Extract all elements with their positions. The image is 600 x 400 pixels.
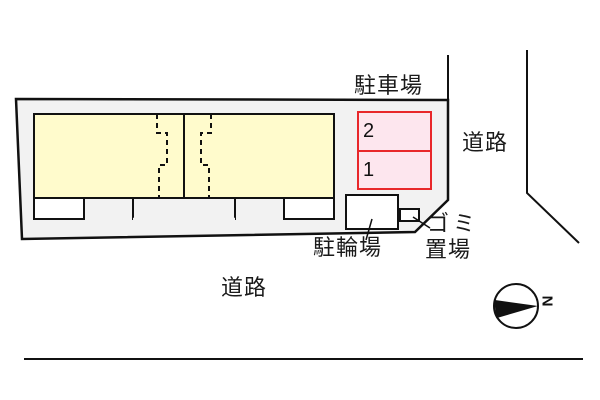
garbage-leader-line: [412, 216, 431, 229]
entrance-box-left: [33, 197, 85, 220]
parking-space-1-number: 1: [363, 159, 375, 181]
parking-space-1: [357, 150, 432, 190]
garbage-label-line2: 置場: [425, 238, 472, 263]
road-edge-right: [526, 50, 580, 244]
compass-icon: [493, 283, 539, 329]
parking-space-2-number: 2: [363, 120, 375, 142]
dashed-line-right: [200, 114, 212, 198]
parking-label: 駐車場: [354, 74, 424, 99]
bicycle-leader-line: [365, 218, 373, 241]
bicycle-parking-label: 駐輪場: [313, 236, 383, 261]
bicycle-parking-area: [345, 194, 399, 230]
garbage-label-line1: ゴミ: [427, 212, 480, 237]
road-label-bottom: 道路: [221, 276, 268, 301]
dashed-line-left: [156, 114, 168, 198]
building-notch: [132, 197, 236, 220]
compass-north-letter: N: [538, 295, 556, 307]
entrance-box-right: [283, 197, 335, 220]
road-label-right: 道路: [462, 131, 509, 156]
